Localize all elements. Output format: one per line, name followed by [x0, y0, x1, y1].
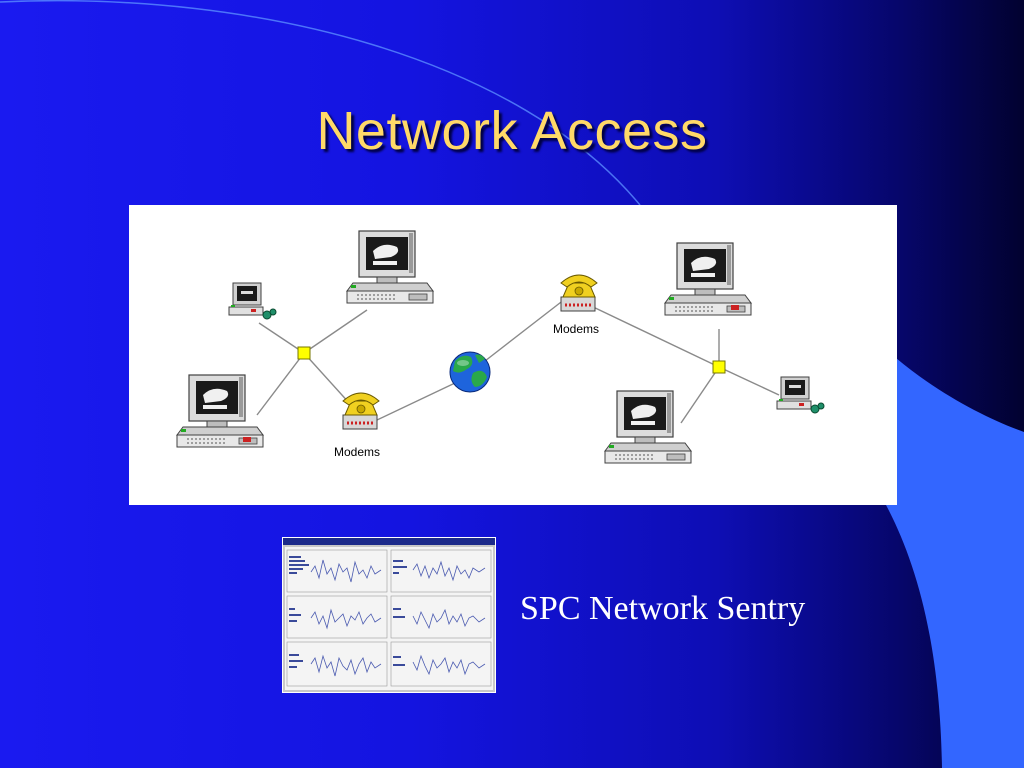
workstation-icon — [665, 243, 751, 315]
hub-icon — [712, 360, 726, 374]
workstation-icon — [346, 230, 434, 304]
telephone-icon — [559, 273, 599, 313]
workstation-icon — [604, 390, 692, 464]
spc-software-thumbnail — [282, 537, 496, 693]
small-workstation-icon — [776, 376, 825, 414]
background-blue-shape — [886, 358, 1024, 768]
network-diagram: Modems Modems — [129, 205, 897, 505]
spc-network-sentry-caption: SPC Network Sentry — [520, 590, 806, 627]
modem-label-right: Modems — [553, 322, 600, 336]
globe-icon — [449, 351, 491, 393]
connection-lines — [256, 298, 780, 424]
modem-label-left: Modems — [334, 445, 381, 459]
small-workstation-icon — [228, 282, 277, 320]
telephone-icon — [341, 391, 381, 431]
slide-title: Network Access — [316, 101, 708, 161]
workstation-icon — [177, 375, 263, 447]
background-arc — [0, 0, 641, 206]
hub-icon — [297, 346, 311, 360]
